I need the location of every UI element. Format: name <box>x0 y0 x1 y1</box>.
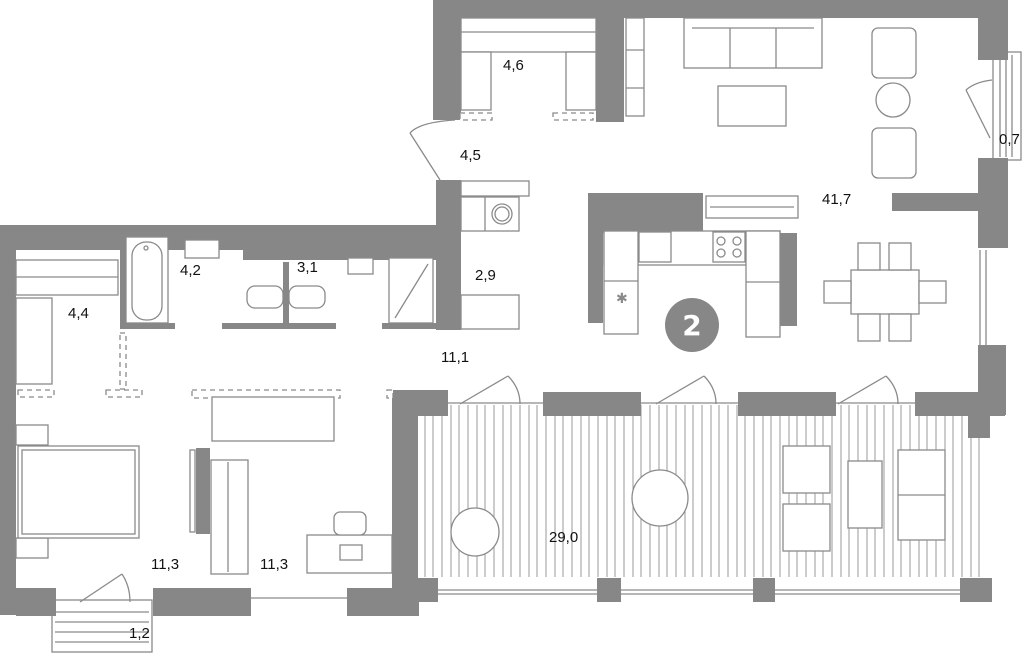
kitchen: ✱ <box>603 195 799 338</box>
armchair-icon <box>871 27 917 79</box>
terrace-decking <box>418 405 992 595</box>
room-area-hallway: 4,5 <box>460 147 481 164</box>
bedroom-1-furniture <box>15 424 140 559</box>
sink-icon <box>347 257 374 275</box>
wardrobe-icon <box>210 459 249 575</box>
freezer-icon: ✱ <box>616 291 628 307</box>
sink-icon <box>184 239 220 259</box>
room-area-terrace: 29,0 <box>549 529 579 546</box>
sofa-icon <box>683 17 823 69</box>
room-area-bathroom: 4,2 <box>180 262 201 279</box>
tv-unit <box>625 17 645 117</box>
laundry-appliances <box>460 180 530 330</box>
room-area-walk-in-closet-top: 4,6 <box>503 57 524 74</box>
room-area-living-kitchen: 41,7 <box>822 191 852 208</box>
spiral-staircase-icon <box>450 507 500 557</box>
double-bed-icon <box>17 445 140 539</box>
toilet-icon <box>288 285 326 309</box>
room-area-laundry: 2,9 <box>475 267 496 284</box>
cooktop-icon <box>712 231 746 263</box>
doors <box>79 79 993 603</box>
balcony-right <box>992 51 1022 161</box>
kitchen-sink-icon <box>638 231 672 263</box>
room-count-badge: 2 <box>665 298 719 352</box>
living-room-furniture <box>625 17 917 179</box>
room-area-bedroom-1: 11,3 <box>151 556 180 573</box>
room-area-corridor: 11,1 <box>441 349 470 366</box>
armchair-icon <box>871 127 917 179</box>
room-area-walk-in-closet-left: 4,4 <box>68 305 89 322</box>
wardrobe-left <box>15 259 143 398</box>
room-area-balcony-small: 0,7 <box>999 131 1020 148</box>
room-area-balcony-bottom: 1,2 <box>129 625 150 642</box>
bathroom-fixtures <box>125 236 434 324</box>
round-table-icon <box>631 469 689 527</box>
terrace-furniture <box>450 445 946 557</box>
wardrobe-top <box>459 17 597 121</box>
walls <box>0 0 1008 616</box>
toilet-icon <box>246 285 284 309</box>
laptop-icon <box>339 544 363 561</box>
coffee-table <box>717 85 787 127</box>
chair-icon <box>333 511 367 536</box>
balcony-bottom <box>51 599 153 653</box>
room-area-toilet-shower: 3,1 <box>297 259 318 276</box>
single-bed-icon <box>211 396 335 442</box>
bedroom-2-furniture <box>189 389 394 575</box>
room-area-bedroom-2: 11,3 <box>260 556 289 573</box>
dining-table <box>823 242 947 342</box>
